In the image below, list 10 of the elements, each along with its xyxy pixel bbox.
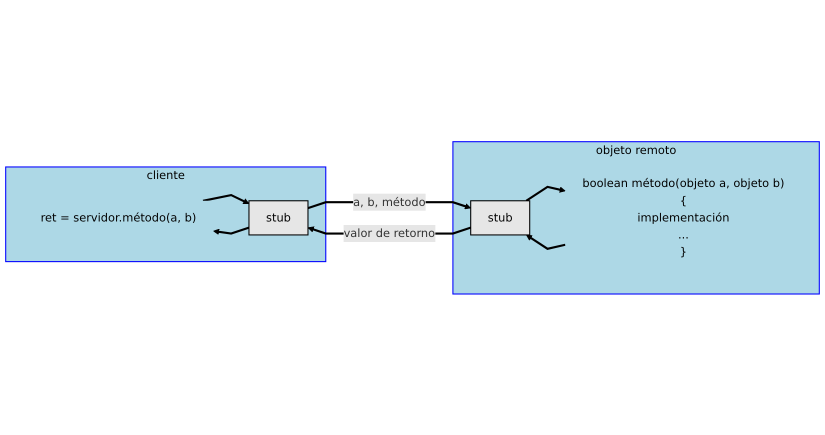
node-text: ret = servidor.método(a, b) <box>40 210 196 224</box>
arrow <box>526 185 566 202</box>
edge-label: a, b, método <box>353 194 426 208</box>
arrow <box>202 194 250 204</box>
node-box: stub <box>248 200 309 236</box>
edge-label: valor de retorno <box>344 226 436 240</box>
node-box: stub <box>470 200 530 236</box>
arrow <box>526 234 566 250</box>
node-text: boolean método(objeto a, objeto b) { implementación ... } <box>582 176 784 258</box>
arrow <box>213 226 250 235</box>
